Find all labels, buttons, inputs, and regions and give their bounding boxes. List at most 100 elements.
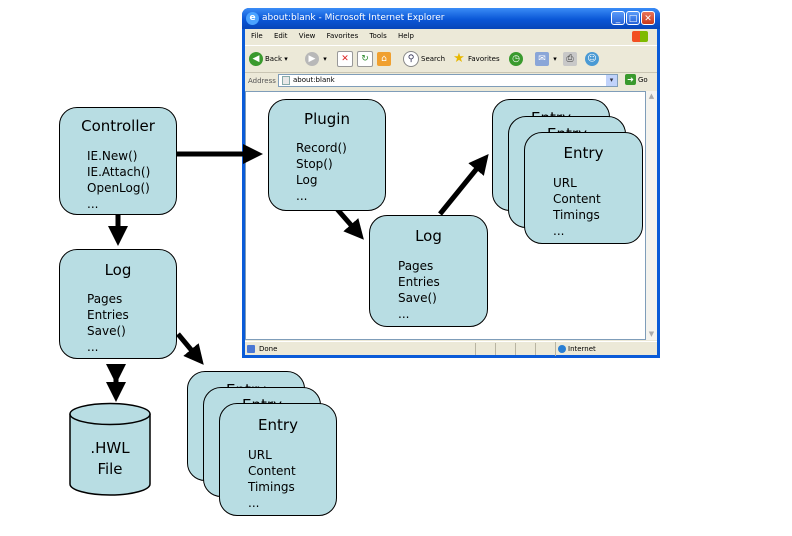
hwl-file-line: File bbox=[97, 460, 123, 478]
favorites-button[interactable]: ★Favorites bbox=[452, 50, 500, 68]
menu-bar: File Edit View Favorites Tools Help bbox=[245, 29, 657, 44]
plugin-members: Record() Stop() Log ... bbox=[296, 140, 347, 204]
status-text: Done bbox=[259, 345, 278, 353]
home-icon: ⌂ bbox=[377, 52, 391, 66]
controller-title: Controller bbox=[81, 117, 155, 135]
back-arrow-icon: ◀ bbox=[249, 52, 263, 66]
go-button[interactable]: ➜Go bbox=[625, 74, 648, 87]
entry-inner-member: Content bbox=[553, 192, 601, 206]
go-label: Go bbox=[638, 76, 648, 84]
entry-members: URL Content Timings ... bbox=[248, 447, 296, 511]
home-button[interactable]: ⌂ bbox=[377, 50, 393, 68]
page-done-icon bbox=[247, 345, 255, 353]
print-button[interactable]: ⎙ bbox=[563, 50, 579, 68]
log-member: Pages bbox=[87, 292, 123, 306]
refresh-button[interactable]: ↻ bbox=[357, 50, 375, 68]
messenger-button[interactable]: ☺ bbox=[585, 50, 601, 68]
plugin-member: Log bbox=[296, 173, 318, 187]
menu-file[interactable]: File bbox=[251, 32, 263, 40]
log-member: Save() bbox=[87, 324, 126, 338]
controller-member: IE.New() bbox=[87, 149, 138, 163]
controller-box: Controller IE.New() IE.Attach() OpenLog(… bbox=[59, 107, 177, 215]
log-box: Log Pages Entries Save() ... bbox=[59, 249, 177, 359]
history-icon: ◷ bbox=[509, 52, 523, 66]
address-dropdown-icon[interactable]: ▾ bbox=[606, 75, 617, 86]
plugin-title: Plugin bbox=[304, 110, 350, 128]
menu-tools[interactable]: Tools bbox=[369, 32, 387, 40]
address-value: about:blank bbox=[293, 76, 335, 84]
menu-help[interactable]: Help bbox=[397, 32, 414, 40]
stop-button[interactable]: ✕ bbox=[337, 50, 355, 68]
hwl-file-label: .HWL File bbox=[68, 438, 152, 480]
refresh-icon: ↻ bbox=[357, 51, 373, 67]
maximize-button[interactable]: □ bbox=[626, 11, 640, 25]
hwl-file-line: .HWL bbox=[90, 439, 130, 457]
address-input[interactable]: about:blank ▾ bbox=[278, 74, 618, 87]
entry-inner-member: ... bbox=[553, 224, 565, 238]
entry-inner-members: URL Content Timings ... bbox=[553, 175, 601, 239]
menu-edit[interactable]: Edit bbox=[273, 32, 288, 40]
log-inner-members: Pages Entries Save() ... bbox=[398, 258, 440, 322]
print-icon: ⎙ bbox=[563, 52, 577, 66]
scroll-down-icon[interactable]: ▼ bbox=[648, 330, 655, 338]
vertical-scrollbar[interactable]: ▲ ▼ bbox=[646, 91, 657, 340]
entry-member: Timings bbox=[248, 480, 295, 494]
menu-favorites[interactable]: Favorites bbox=[326, 32, 359, 40]
entry-inner-member: Timings bbox=[553, 208, 600, 222]
log-member: ... bbox=[87, 340, 99, 354]
status-divider bbox=[515, 343, 516, 355]
plugin-member: Stop() bbox=[296, 157, 333, 171]
entry-member: Content bbox=[248, 464, 296, 478]
mail-button[interactable]: ✉ ▾ bbox=[535, 50, 557, 68]
security-zone: Internet bbox=[555, 342, 596, 356]
status-divider bbox=[475, 343, 476, 355]
controller-member: ... bbox=[87, 197, 99, 211]
entry-inner-box: Entry URL Content Timings ... bbox=[524, 132, 643, 244]
plugin-box: Plugin Record() Stop() Log ... bbox=[268, 99, 386, 211]
plugin-member: Record() bbox=[296, 141, 347, 155]
menu-view[interactable]: View bbox=[298, 32, 316, 40]
favorites-label: Favorites bbox=[468, 55, 500, 63]
status-divider bbox=[535, 343, 536, 355]
log-inner-member: Pages bbox=[398, 259, 434, 273]
log-member: Entries bbox=[87, 308, 129, 322]
arrow-log-to-entry bbox=[176, 332, 204, 365]
mail-icon: ✉ bbox=[535, 52, 549, 66]
entry-box: Entry URL Content Timings ... bbox=[219, 403, 337, 516]
close-button[interactable]: ✕ bbox=[641, 11, 655, 25]
zone-text: Internet bbox=[568, 345, 596, 353]
minimize-button[interactable]: _ bbox=[611, 11, 625, 25]
ie-titlebar[interactable]: e about:blank - Microsoft Internet Explo… bbox=[242, 8, 660, 29]
controller-member: IE.Attach() bbox=[87, 165, 151, 179]
log-inner-title: Log bbox=[415, 227, 442, 245]
hwl-file-cylinder bbox=[69, 402, 151, 496]
forward-button[interactable]: ▶ ▾ bbox=[305, 50, 327, 68]
controller-member: OpenLog() bbox=[87, 181, 150, 195]
arrow-log-to-entry-inner bbox=[438, 154, 489, 216]
log-inner-member: Save() bbox=[398, 291, 437, 305]
log-members: Pages Entries Save() ... bbox=[87, 291, 129, 355]
address-bar: Address about:blank ▾ ➜Go bbox=[245, 72, 657, 90]
entry-title: Entry bbox=[258, 416, 298, 434]
log-box-inner: Log Pages Entries Save() ... bbox=[369, 215, 488, 327]
status-bar: Done Internet bbox=[245, 341, 657, 356]
entry-inner-back-title: Entry bbox=[531, 109, 571, 119]
controller-members: IE.New() IE.Attach() OpenLog() ... bbox=[87, 148, 150, 212]
search-label: Search bbox=[421, 55, 446, 63]
search-button[interactable]: ⚲Search bbox=[403, 50, 445, 68]
entry-inner-title: Entry bbox=[563, 144, 604, 162]
messenger-icon: ☺ bbox=[585, 52, 599, 66]
entry-back-title: Entry bbox=[226, 381, 266, 391]
log-inner-member: Entries bbox=[398, 275, 440, 289]
page-icon bbox=[282, 76, 290, 85]
go-arrow-icon: ➜ bbox=[625, 74, 636, 85]
log-title: Log bbox=[104, 261, 132, 279]
back-button[interactable]: ◀Back ▾ bbox=[249, 50, 288, 68]
history-button[interactable]: ◷ bbox=[509, 50, 525, 68]
entry-member: ... bbox=[248, 496, 260, 510]
entry-inner-middle-title: Entry bbox=[547, 125, 587, 135]
scroll-up-icon[interactable]: ▲ bbox=[648, 92, 655, 100]
arrow-plugin-to-log bbox=[335, 207, 364, 240]
window-title: about:blank - Microsoft Internet Explore… bbox=[262, 13, 445, 23]
